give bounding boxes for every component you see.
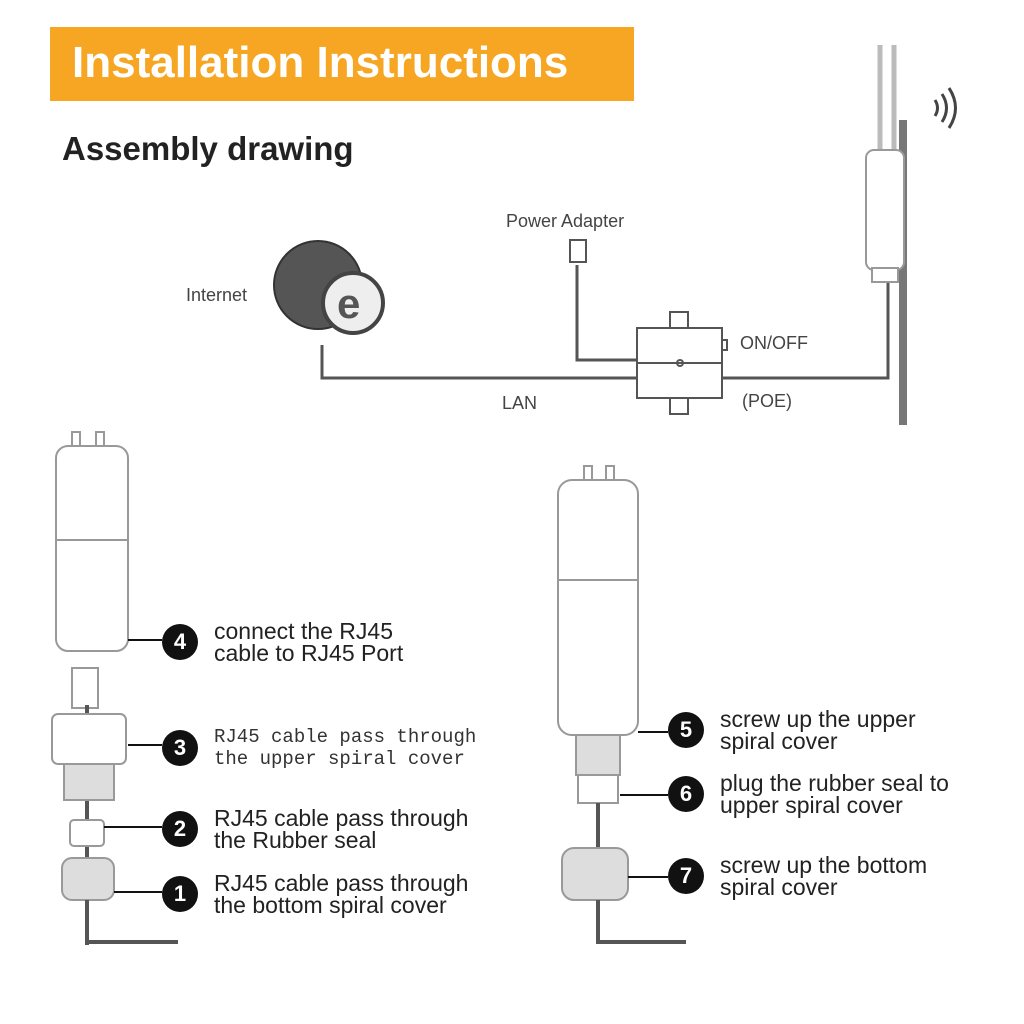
step-text: screw up the upper spiral cover [720, 706, 916, 754]
step-6: 6 plug the rubber seal to upper spiral c… [668, 770, 949, 818]
power-adapter-label: Power Adapter [506, 211, 625, 231]
lan-cable [320, 345, 637, 380]
step-1: 1 RJ45 cable pass through the bottom spi… [162, 870, 469, 918]
step-4: 4 connect the RJ45 cable to RJ45 Port [162, 618, 404, 666]
step-7: 7 screw up the bottom spiral cover [668, 852, 928, 900]
on-off-label: ON/OFF [740, 333, 808, 353]
lan-label: LAN [502, 393, 538, 413]
step-text: RJ45 cable pass through the bottom spira… [214, 870, 469, 918]
power-cable [575, 265, 637, 362]
page-title: Installation Instructions [72, 38, 569, 87]
svg-text:e: e [337, 280, 360, 327]
step-number: 5 [668, 712, 704, 748]
step-text: RJ45 cable pass through the upper spiral… [214, 726, 477, 770]
poe-cable [722, 282, 890, 380]
step-number: 6 [668, 776, 704, 812]
access-point-device [865, 45, 907, 425]
step-text: RJ45 cable pass through the Rubber seal [214, 805, 469, 853]
step-number: 2 [162, 811, 198, 847]
device-assembly-right [557, 465, 686, 944]
power-plug-icon [569, 239, 587, 263]
device-assembly-left [51, 431, 178, 945]
step-3: 3 RJ45 cable pass through the upper spir… [162, 726, 476, 770]
wifi-signal-icon [933, 87, 957, 129]
poe-injector [636, 311, 728, 415]
step-number: 3 [162, 730, 198, 766]
section-heading: Assembly drawing [62, 130, 354, 167]
step-text: screw up the bottom spiral cover [720, 852, 928, 900]
internet-label: Internet [186, 285, 248, 305]
step-number: 7 [668, 858, 704, 894]
step-2: 2 RJ45 cable pass through the Rubber sea… [162, 805, 469, 853]
internet-globe-icon: e [273, 240, 385, 335]
step-number: 4 [162, 624, 198, 660]
step-number: 1 [162, 876, 198, 912]
poe-label: (POE) [742, 391, 793, 411]
title-banner [50, 27, 634, 101]
step-5: 5 screw up the upper spiral cover [668, 706, 916, 754]
step-text: plug the rubber seal to upper spiral cov… [720, 770, 949, 818]
step-text: connect the RJ45 cable to RJ45 Port [214, 618, 404, 666]
